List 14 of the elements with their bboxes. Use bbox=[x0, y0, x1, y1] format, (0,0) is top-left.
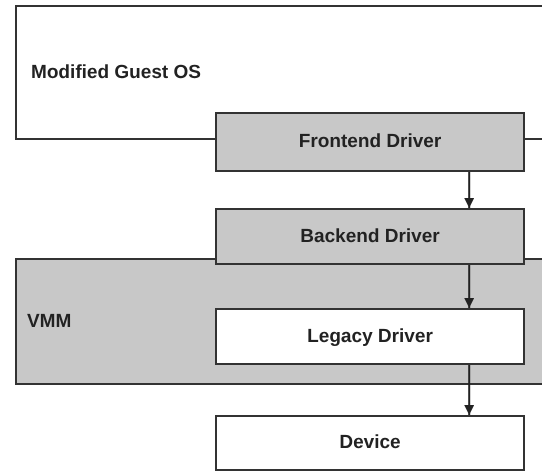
node-label: VMM bbox=[27, 310, 72, 332]
driver-box bbox=[215, 308, 525, 365]
driver-box bbox=[215, 208, 525, 265]
arrow bbox=[464, 172, 474, 208]
device-box bbox=[215, 415, 525, 471]
vmm-band bbox=[15, 258, 542, 385]
arrow bbox=[464, 365, 474, 415]
node-label: Legacy Driver bbox=[307, 326, 433, 348]
node-label: Modified Guest OS bbox=[31, 62, 201, 84]
arrow bbox=[464, 265, 474, 308]
node-label: Frontend Driver bbox=[298, 131, 442, 153]
node-label: Backend Driver bbox=[300, 226, 440, 248]
node-label: Device bbox=[339, 432, 401, 454]
driver-box bbox=[215, 112, 525, 172]
